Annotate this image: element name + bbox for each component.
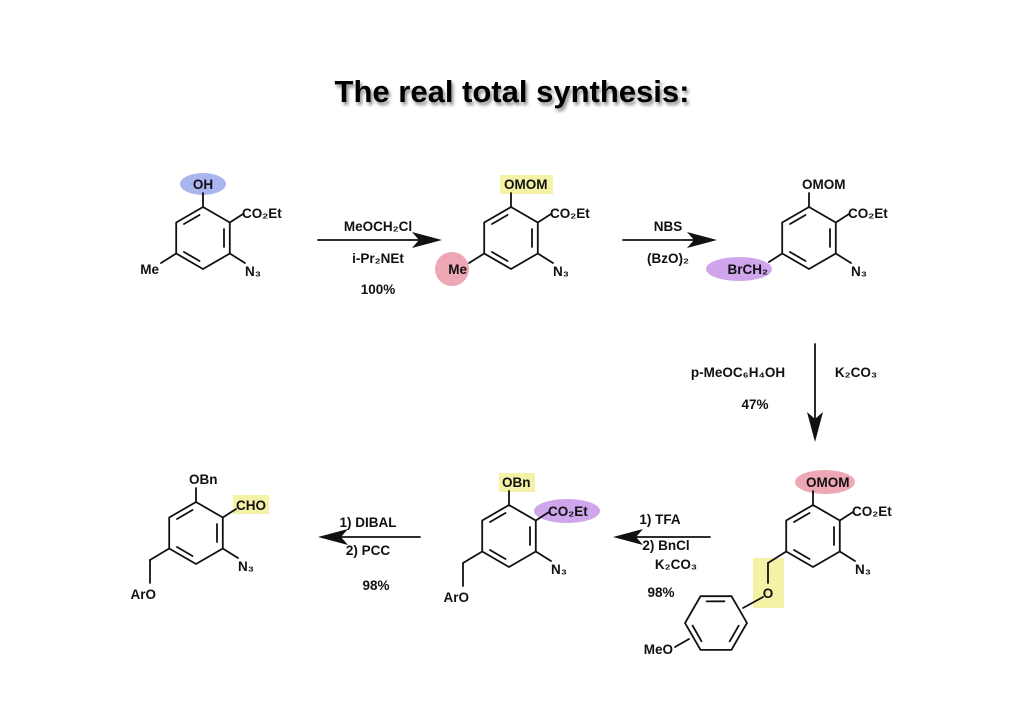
yield-step-1: 100% — [361, 282, 396, 297]
label-methyl: Me — [140, 262, 159, 277]
label-azide: N₃ — [551, 562, 567, 577]
arrow-step-3 — [807, 343, 823, 442]
highlight-ester — [534, 499, 600, 523]
label-aryloxy: ArO — [443, 590, 469, 605]
reagent-potassium-carbonate: K₂CO₃ — [655, 557, 697, 572]
reagent-nbs: NBS — [654, 219, 683, 234]
molecule-aldehyde: OBn CHO N₃ ArO — [130, 472, 269, 602]
molecule-mom-ether: OMOM CO₂Et N₃ Me — [435, 175, 590, 286]
label-azide: N₃ — [238, 559, 254, 574]
reagent-tfa: 1) TFA — [639, 512, 681, 527]
reagent-pcc: 2) PCC — [346, 543, 391, 558]
yield-step-4: 98% — [647, 585, 674, 600]
reagent-methoxyphenol: p-MeOC₆H₄OH — [691, 365, 785, 380]
highlight-oh — [180, 173, 226, 195]
yield-step-5: 98% — [362, 578, 389, 593]
label-azide: N₃ — [245, 264, 261, 279]
label-aldehyde: CHO — [236, 498, 266, 513]
methoxyphenyl-ring — [676, 581, 756, 665]
label-aryloxy: ArO — [130, 587, 156, 602]
label-methyl: Me — [448, 262, 467, 277]
arrow-step-2 — [622, 232, 717, 248]
reagent-benzyl-chloride: 2) BnCl — [642, 538, 689, 553]
label-bromomethyl: BrCH₂ — [728, 262, 769, 277]
highlight-omom — [500, 175, 553, 194]
label-ester: CO₂Et — [550, 206, 590, 221]
molecule-starting-phenol: OH CO₂Et N₃ Me — [140, 173, 282, 279]
label-ester: CO₂Et — [242, 206, 282, 221]
slide-title: The real total synthesis: — [334, 74, 690, 109]
reagent-benzoyl-peroxide: (BzO)₂ — [647, 251, 689, 266]
highlight-omom — [795, 470, 855, 494]
molecule-benzyl-ether-ester: OBn CO₂Et N₃ ArO — [443, 473, 600, 605]
molecule-aryl-ether: OMOM CO₂Et N₃ O MeO — [644, 470, 892, 665]
arrow-step-1 — [317, 232, 442, 248]
label-methoxy: MeO — [644, 642, 673, 657]
label-ether-oxygen: O — [763, 586, 774, 601]
label-obn: OBn — [189, 472, 218, 487]
label-omom: OMOM — [806, 475, 850, 490]
highlight-obn — [499, 473, 535, 492]
reagent-hunig-base: i-Pr₂NEt — [352, 251, 404, 266]
molecule-benzyl-bromide: OMOM CO₂Et N₃ BrCH₂ — [706, 177, 888, 281]
highlight-aldehyde — [233, 495, 269, 514]
highlight-methyl — [435, 252, 469, 286]
reagent-mom-chloride: MeOCH₂Cl — [344, 219, 412, 234]
label-oh: OH — [193, 177, 213, 192]
label-omom: OMOM — [802, 177, 846, 192]
highlight-bromomethyl — [706, 257, 772, 281]
yield-step-3: 47% — [741, 397, 768, 412]
label-omom: OMOM — [504, 177, 548, 192]
arrow-step-4 — [613, 529, 711, 545]
label-azide: N₃ — [851, 264, 867, 279]
label-ester: CO₂Et — [548, 504, 588, 519]
label-azide: N₃ — [855, 562, 871, 577]
label-azide: N₃ — [553, 264, 569, 279]
reagent-potassium-carbonate: K₂CO₃ — [835, 365, 877, 380]
arrow-step-5 — [318, 529, 421, 545]
label-ester: CO₂Et — [848, 206, 888, 221]
label-ester: CO₂Et — [852, 504, 892, 519]
label-obn: OBn — [502, 475, 531, 490]
reagent-dibal: 1) DIBAL — [340, 515, 397, 530]
